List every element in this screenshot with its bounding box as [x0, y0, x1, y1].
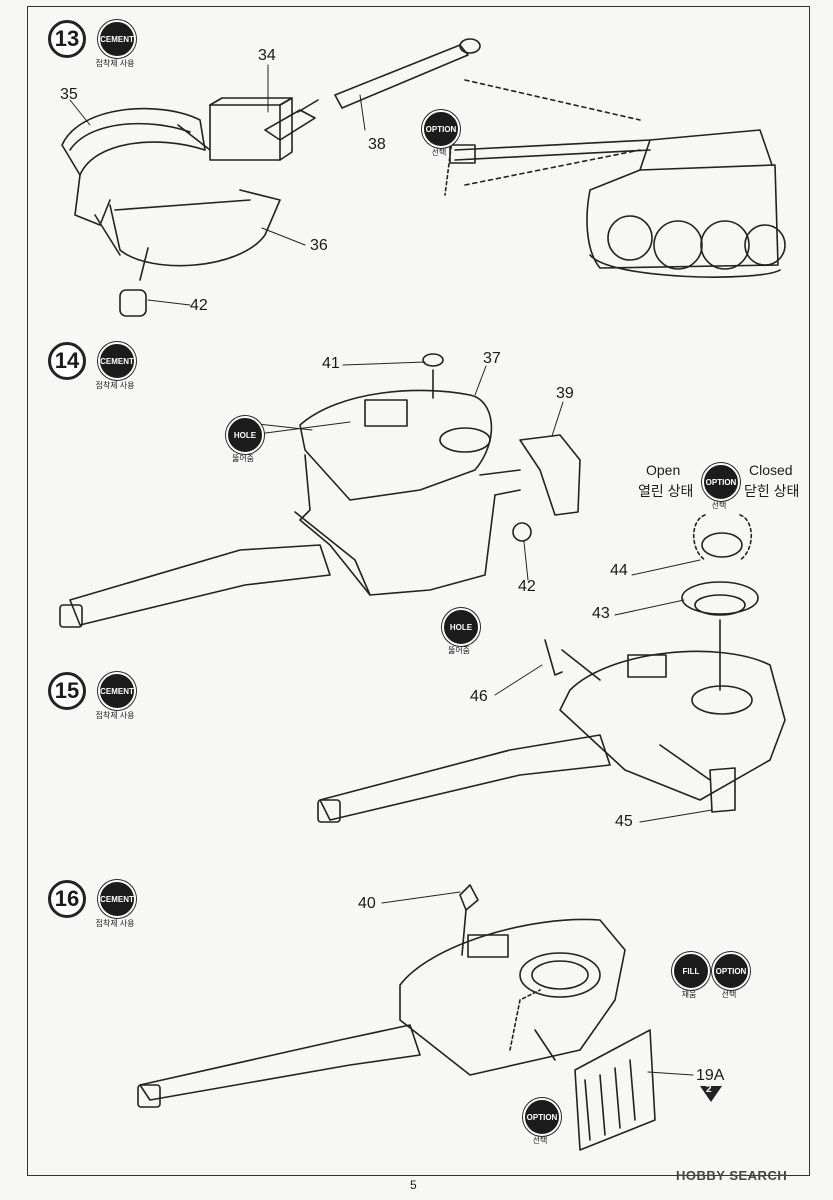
option-text-13: 선택: [431, 148, 447, 157]
step-16-number: 16: [48, 880, 86, 918]
option-text-16b: 선택: [532, 1136, 548, 1145]
part-39: 39: [556, 385, 574, 402]
step16-drawing: [137, 884, 656, 1151]
hole-text-14a: 뚫어줌: [231, 454, 255, 463]
part-45: 45: [615, 813, 633, 830]
part-40: 40: [358, 895, 376, 912]
fill-badge-16: FILL: [672, 952, 710, 990]
hatch-closed-en: Closed: [749, 462, 793, 478]
step13-drawing: [61, 38, 786, 317]
sprue-sheet-marker: [700, 1086, 722, 1102]
part-19a: 19A: [696, 1067, 725, 1084]
part-42-b: 42: [518, 578, 536, 595]
page-number: 5: [410, 1178, 417, 1192]
cement-text-14: 접착제 사용: [95, 381, 135, 390]
part-41: 41: [322, 355, 340, 372]
option-badge-15: OPTION: [702, 463, 740, 501]
part-43: 43: [592, 605, 610, 622]
hole-text-14b: 뚫어줌: [447, 646, 471, 655]
hatch-open-ko: 열린 상태: [638, 483, 694, 499]
watermark: HOBBY SEARCH: [676, 1168, 788, 1183]
step-13-number: 13: [48, 20, 86, 58]
step15-drawing: [317, 514, 786, 823]
cement-text-16: 접착제 사용: [95, 919, 135, 928]
step14-drawing: [59, 353, 581, 628]
part-36: 36: [310, 237, 328, 254]
step-14-number: 14: [48, 342, 86, 380]
hole-badge-14b: HOLE: [442, 608, 480, 646]
part-44: 44: [610, 562, 628, 579]
cement-text-13: 접착제 사용: [95, 59, 135, 68]
cement-badge-16: CEMENT: [98, 880, 136, 918]
part-38: 38: [368, 136, 386, 153]
cement-badge-14: CEMENT: [98, 342, 136, 380]
part-46: 46: [470, 688, 488, 705]
hatch-closed-ko: 닫힌 상태: [744, 483, 800, 499]
cement-badge-13: CEMENT: [98, 20, 136, 58]
option-badge-16b: OPTION: [523, 1098, 561, 1136]
part-35: 35: [60, 86, 78, 103]
step-15-number: 15: [48, 672, 86, 710]
cement-text-15: 접착제 사용: [95, 711, 135, 720]
cement-badge-15: CEMENT: [98, 672, 136, 710]
option-badge-16a: OPTION: [712, 952, 750, 990]
part-42-a: 42: [190, 297, 208, 314]
fill-text-16: 채움: [681, 990, 697, 999]
part-34: 34: [258, 47, 276, 64]
part-37: 37: [483, 350, 501, 367]
sprue-sheet-number: 2: [706, 1084, 712, 1095]
option-badge-13: OPTION: [422, 110, 460, 148]
hatch-open-en: Open: [646, 462, 681, 478]
option-text-15: 선택: [711, 501, 727, 510]
option-text-16a: 선택: [721, 990, 737, 999]
page-frame: [27, 6, 810, 1176]
hole-badge-14a: HOLE: [226, 416, 264, 454]
